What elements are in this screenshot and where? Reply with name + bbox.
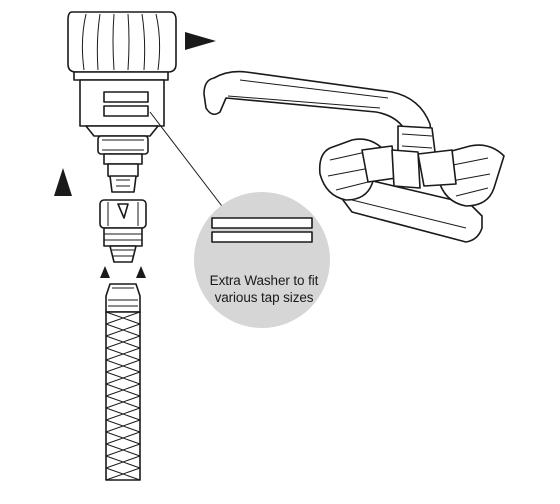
callout-line-1: Extra Washer to fit	[209, 273, 319, 288]
washer-callout	[149, 111, 330, 328]
tap-connector	[97, 135, 149, 193]
braided-hose	[105, 311, 141, 481]
triangle-up-icon-small-right	[136, 266, 146, 278]
hose-end-fitting	[105, 283, 141, 313]
tap-adapter	[67, 11, 177, 137]
callout-line-2: various tap sizes	[214, 290, 314, 305]
callout-text: Extra Washer to fit various tap sizes	[196, 272, 332, 306]
mixer-faucet	[203, 70, 505, 243]
triangle-right-icon	[185, 32, 216, 50]
hose-connector	[99, 199, 147, 263]
triangle-up-icon	[54, 168, 72, 196]
triangle-up-icon-small-left	[100, 266, 110, 278]
